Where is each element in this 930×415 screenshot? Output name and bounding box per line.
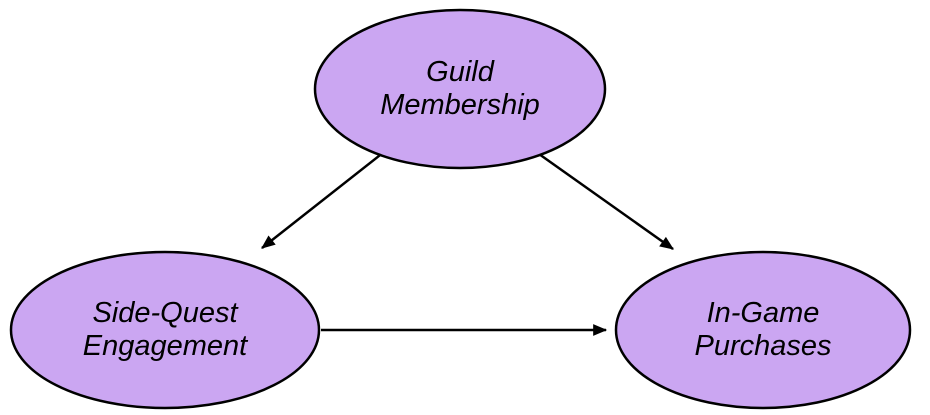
node-side-quest-engagement-label-line1: Side-Quest (92, 297, 239, 329)
edge-guild-membership-to-side-quest-engagement (261, 151, 385, 249)
node-guild-membership-shape[interactable] (313, 8, 607, 170)
node-in-game-purchases-shape[interactable] (614, 250, 912, 410)
node-side-quest-engagement-shape[interactable] (9, 250, 321, 410)
node-in-game-purchases[interactable]: In-Game Purchases (614, 250, 912, 410)
edge-guild-membership-to-in-game-purchases (538, 152, 674, 251)
node-in-game-purchases-label-line1: In-Game (707, 297, 820, 329)
node-guild-membership[interactable]: Guild Membership (313, 8, 607, 170)
node-guild-membership-label-line2: Membership (380, 89, 540, 121)
node-side-quest-engagement[interactable]: Side-Quest Engagement (9, 250, 321, 410)
node-in-game-purchases-label-line2: Purchases (694, 330, 831, 362)
node-guild-membership-label-line1: Guild (426, 56, 495, 88)
node-side-quest-engagement-label-line2: Engagement (83, 330, 249, 362)
